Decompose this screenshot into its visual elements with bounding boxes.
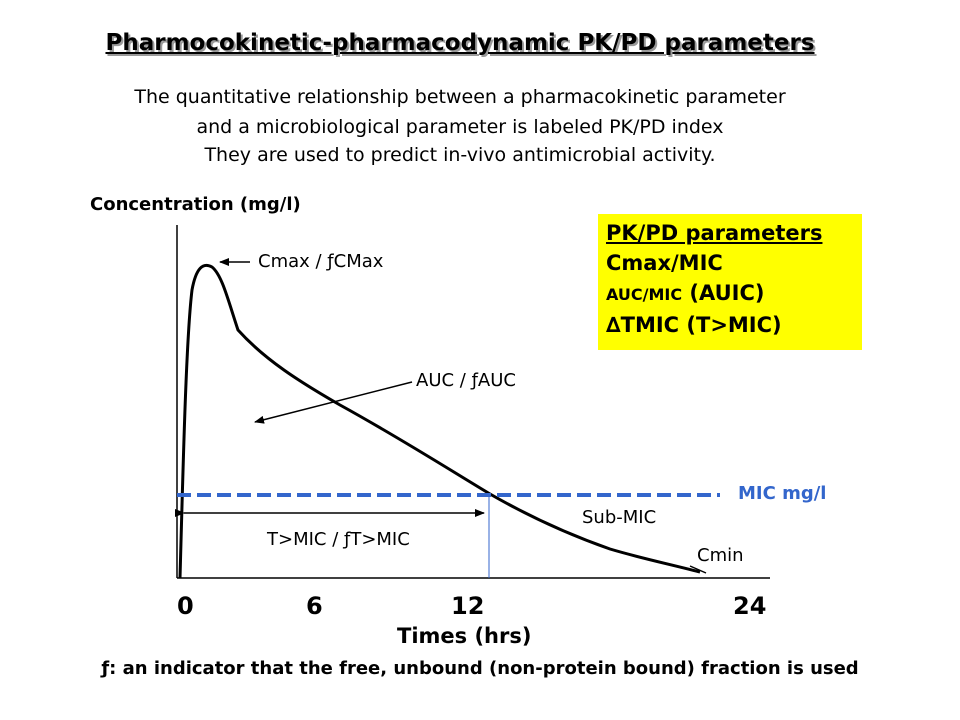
pkpd-box-cmax-mic: Cmax/MIC bbox=[606, 251, 723, 275]
pkpd-box-auic: (AUIC) bbox=[682, 281, 765, 305]
y-axis-label: Concentration (mg/l) bbox=[90, 194, 301, 215]
x-tick-0: 0 bbox=[177, 592, 194, 620]
pkpd-box-heading: PK/PD parameters bbox=[606, 221, 823, 245]
auc-arrow bbox=[254, 381, 413, 424]
mic-label: MIC mg/l bbox=[738, 483, 827, 504]
x-tick-24: 24 bbox=[733, 592, 767, 620]
intro-line-3: They are used to predict in-vivo antimic… bbox=[204, 144, 716, 166]
footnote: ƒ: an indicator that the free, unbound (… bbox=[101, 658, 859, 679]
tmic-label: T>MIC / ƒT>MIC bbox=[267, 529, 410, 550]
pkpd-box-auc-mic-small: AUC/MIC bbox=[606, 285, 683, 304]
x-tick-12: 12 bbox=[451, 592, 485, 620]
cmin-pointer bbox=[689, 565, 707, 574]
intro-line-2: and a microbiological parameter is label… bbox=[196, 116, 724, 138]
pkpd-parameters-box: PK/PD parameters Cmax/MIC AUC/MIC (AUIC)… bbox=[598, 214, 862, 350]
x-tick-6: 6 bbox=[306, 592, 323, 620]
pkpd-box-tmic: ∆TMIC (T>MIC) bbox=[606, 313, 782, 337]
intro-line-1: The quantitative relationship between a … bbox=[134, 86, 786, 108]
auc-label: AUC / ƒAUC bbox=[416, 370, 516, 391]
submic-label: Sub-MIC bbox=[582, 507, 657, 528]
pkpd-box-auc-mic: AUC/MIC (AUIC) bbox=[606, 278, 854, 310]
x-axis-label: Times (hrs) bbox=[397, 624, 532, 648]
concentration-curve bbox=[178, 263, 701, 579]
page-title: Pharmocokinetic-pharmacodynamic PK/PD pa… bbox=[105, 30, 815, 56]
cmin-label: Cmin bbox=[697, 545, 744, 566]
cmax-label: Cmax / ƒCMax bbox=[258, 251, 384, 272]
